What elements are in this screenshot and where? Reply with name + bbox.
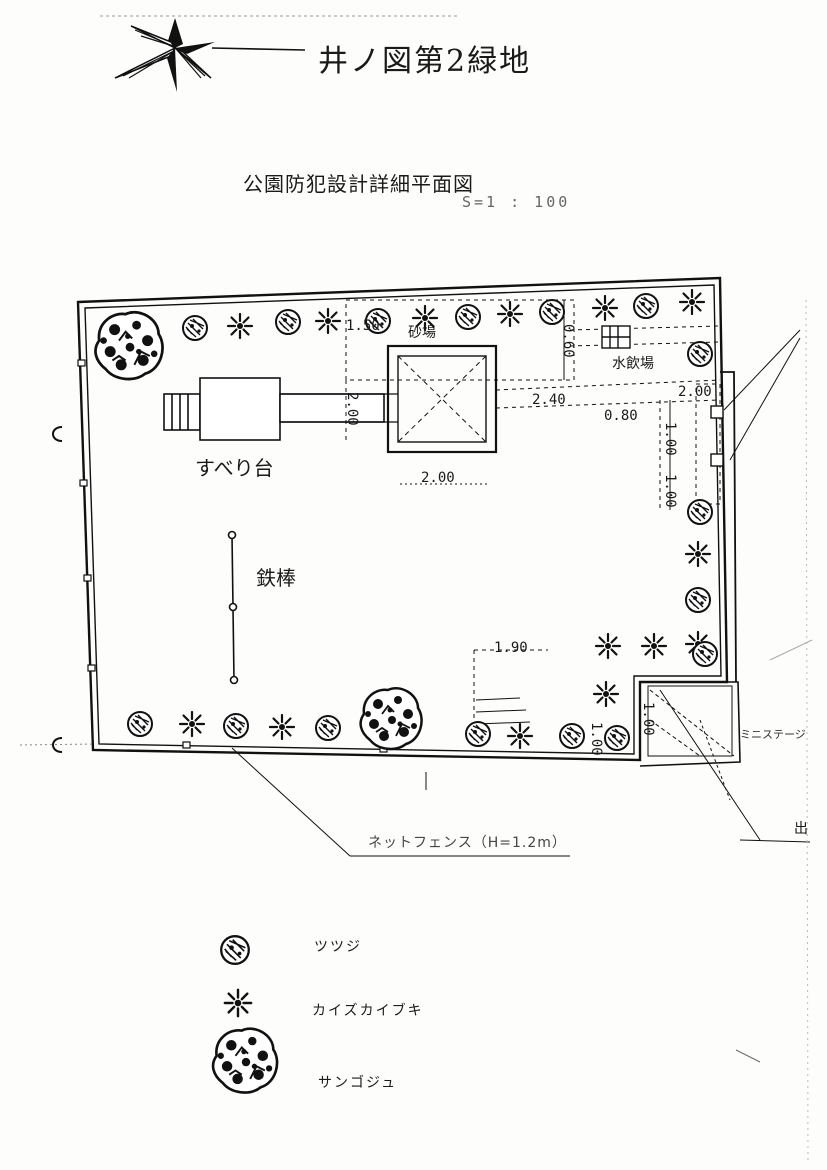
mini-stage-structure: [647, 685, 735, 757]
sandbox-structure: [386, 344, 498, 454]
note-right-edge: 出: [794, 821, 808, 837]
note-bottom-fence: ネットフェンス（H=1.2m）: [368, 835, 567, 851]
dim-2-00-vertical: 2.00: [344, 392, 360, 426]
handwritten-title: 井ノ図第2緑地: [318, 44, 532, 79]
water-fountain-structure: [601, 325, 631, 349]
drawing-title: 公園防犯設計詳細平面図: [243, 172, 474, 196]
note-mini-stage: ミニステージ: [740, 728, 806, 741]
slide-structure: [163, 377, 385, 441]
label-water-fountain: 水飲場: [612, 356, 654, 372]
dim-1-50: 1.50: [346, 318, 380, 334]
sangoju-icon: [211, 1027, 279, 1094]
dim-1-00-d: 1.00: [640, 702, 656, 736]
dim-1-00-b: 1.00: [662, 474, 678, 508]
drawing-scale: S=1 : 100: [462, 193, 571, 211]
dim-0-60: 0.60: [560, 324, 576, 358]
site-boundary: [76, 276, 741, 767]
legend-label-tsutsuji: ツツジ: [314, 939, 362, 955]
label-iron-bar: 鉄棒: [256, 566, 296, 590]
tsutsuji-icon: [220, 935, 250, 965]
dim-2-00-horizontal: 2.00: [421, 470, 455, 486]
dim-0-80: 0.80: [604, 408, 638, 424]
dim-1-00-a: 1.00: [662, 422, 678, 456]
dim-1-00-c: 1.00: [588, 722, 604, 756]
kaizukaibuki-icon: [223, 988, 253, 1018]
label-sandbox: 砂場: [408, 325, 436, 341]
dim-1-90: 1.90: [494, 640, 528, 656]
label-slide: すべり台: [195, 456, 274, 480]
legend-label-sangoju: サンゴジュ: [318, 1075, 398, 1091]
dim-2-40: 2.40: [532, 392, 566, 408]
dim-2-00-right: 2.00: [678, 384, 712, 400]
legend-label-kaizukaibuki: カイズカイブキ: [312, 1003, 424, 1019]
iron-bar-structure: [227, 530, 239, 685]
north-arrow-icon: [114, 18, 215, 92]
